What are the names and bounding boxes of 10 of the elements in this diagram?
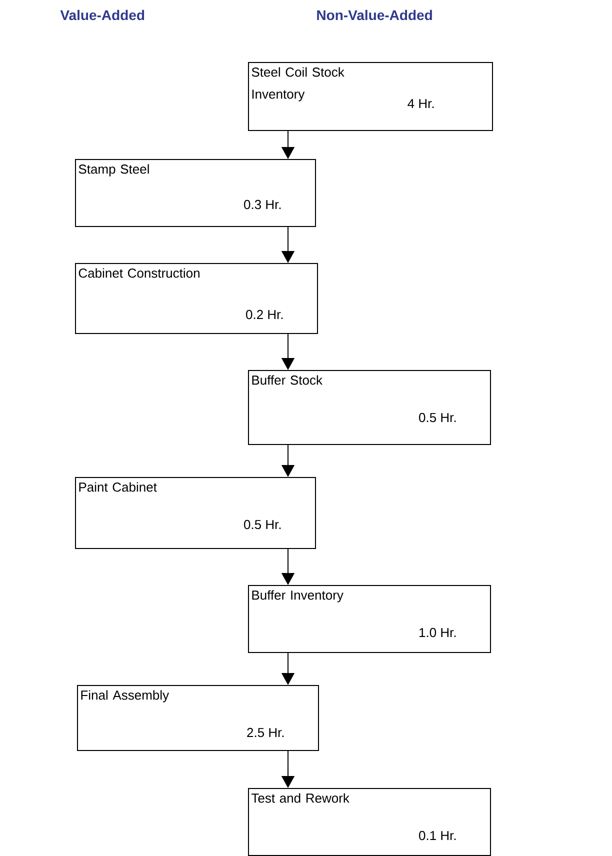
process-box: Stamp Steel 0.3 Hr.: [75, 159, 316, 227]
process-box: Final Assembly 2.5 Hr.: [77, 685, 319, 751]
process-box: Steel Coil Stock Inventory 4 Hr.: [248, 62, 493, 131]
process-box: Test and Rework 0.1 Hr.: [248, 788, 491, 856]
column-heading: Non-Value-Added: [317, 10, 432, 20]
process-box: Buffer Stock 0.5 Hr.: [248, 370, 491, 445]
column-heading: Value-Added: [60, 10, 144, 20]
process-box: Paint Cabinet 0.5 Hr.: [75, 477, 316, 549]
process-box: Buffer Inventory 1.0 Hr.: [248, 585, 491, 653]
process-box: Cabinet Construction 0.2 Hr.: [75, 263, 318, 334]
